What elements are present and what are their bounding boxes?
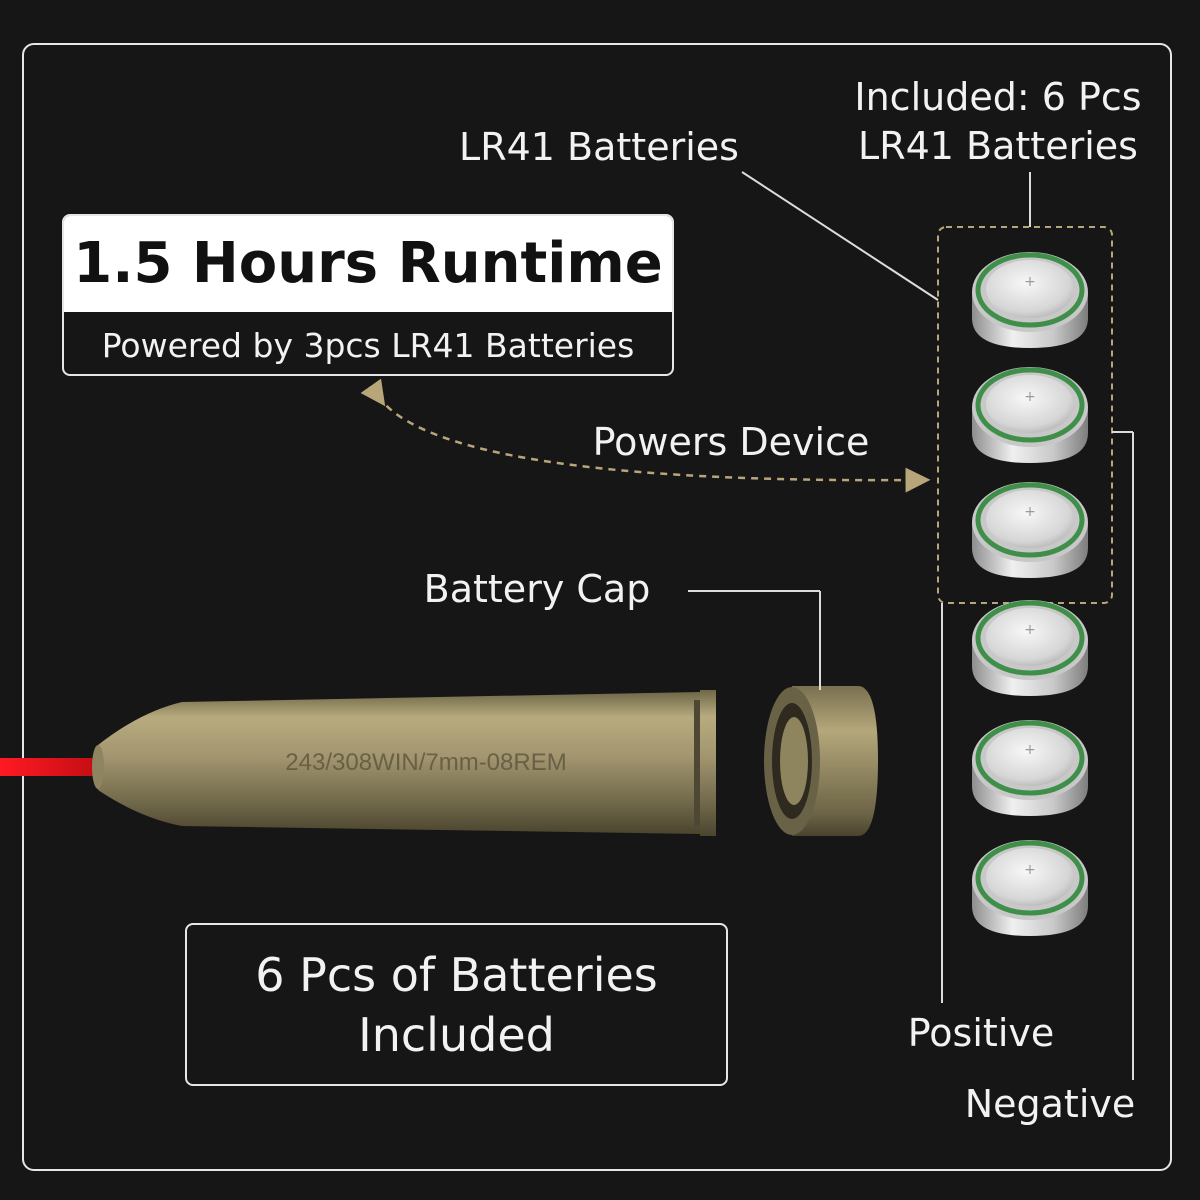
laser-beam [0, 758, 98, 776]
battery-stack: + + + + + [972, 252, 1088, 936]
battery-3: + [972, 482, 1088, 578]
included-callout-line2: Included [358, 1007, 555, 1062]
svg-text:+: + [1024, 622, 1036, 638]
positive-label: Positive [907, 1011, 1055, 1055]
svg-text:+: + [1024, 504, 1036, 520]
bullet-engraving: 243/308WIN/7mm-08REM [285, 749, 566, 776]
svg-text:+: + [1024, 274, 1036, 290]
powers-device-label: Powers Device [592, 420, 870, 464]
lr41-label: LR41 Batteries [459, 125, 739, 169]
included-label-line2: LR41 Batteries [858, 124, 1138, 168]
included-callout-line1: 6 Pcs of Batteries [255, 947, 658, 1002]
svg-text:+: + [1024, 742, 1036, 758]
battery-1: + [972, 252, 1088, 348]
bore-sight-bullet: 243/308WIN/7mm-08REM [92, 690, 716, 836]
svg-text:+: + [1024, 862, 1036, 878]
runtime-title: 1.5 Hours Runtime [64, 216, 672, 312]
included-callout: 6 Pcs of Batteries Included [185, 923, 728, 1086]
svg-text:+: + [1024, 389, 1036, 405]
content-frame [22, 43, 1172, 1171]
runtime-subtitle: Powered by 3pcs LR41 Batteries [101, 326, 635, 365]
battery-cap [764, 686, 878, 836]
included-label-line1: Included: 6 Pcs [854, 75, 1142, 119]
battery-6: + [972, 840, 1088, 936]
battery-cap-label: Battery Cap [423, 567, 651, 611]
powers-device-arrow [360, 378, 931, 493]
negative-label: Negative [964, 1082, 1136, 1126]
battery-4: + [972, 600, 1088, 696]
battery-5: + [972, 720, 1088, 816]
battery-2: + [972, 367, 1088, 463]
runtime-callout: 1.5 Hours Runtime Powered by 3pcs LR41 B… [62, 214, 674, 376]
